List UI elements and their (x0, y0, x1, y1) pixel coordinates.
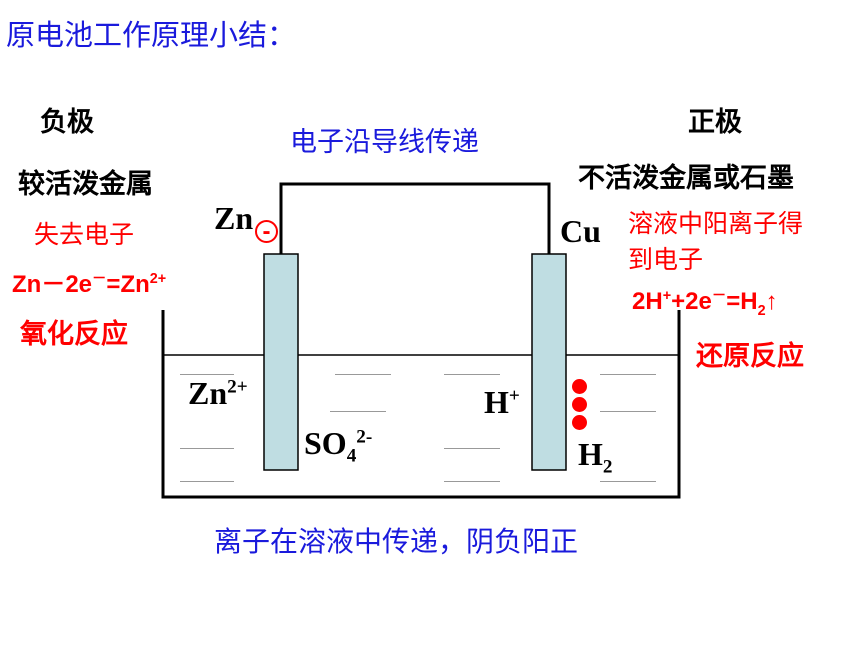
negative-electrode-label: 负极 (40, 107, 94, 138)
copper-label: Cu (560, 213, 601, 249)
liquid-dash (444, 448, 500, 449)
zinc-label: Zn (214, 200, 254, 236)
sulfate-ion: SO42- (304, 425, 373, 467)
ion-transfer-label: 离子在溶液中传递，阴负阳正 (214, 525, 579, 558)
external-wire (279, 182, 551, 254)
negative-material-label: 较活泼金属 (18, 169, 153, 200)
copper-electrode (531, 253, 567, 471)
zinc-ion: Zn2+ (188, 375, 248, 411)
liquid-dash (444, 374, 500, 375)
liquid-dash (180, 448, 234, 449)
negative-charge-icon: - (255, 220, 278, 244)
beaker (161, 310, 681, 499)
reduction-label: 还原反应 (696, 341, 804, 372)
negative-process-label: 失去电子 (34, 220, 135, 249)
hydrogen-bubble (572, 397, 587, 412)
negative-equation: Zn－2e－=Zn2+ (12, 271, 167, 298)
liquid-dash (444, 481, 500, 482)
liquid-dash (335, 374, 391, 375)
hydrogen-gas: H2 (578, 436, 613, 478)
positive-process-line1: 溶液中阳离子得 (628, 209, 804, 238)
hydrogen-bubble (572, 415, 587, 430)
positive-electrode-label: 正极 (688, 107, 742, 138)
positive-process-line2: 到电子 (628, 245, 704, 274)
positive-equation: 2H++2e－=H2↑ (632, 288, 778, 319)
page-title: 原电池工作原理小结： (6, 18, 297, 52)
liquid-dash (180, 374, 234, 375)
zinc-electrode (263, 253, 299, 471)
liquid-dash (180, 481, 234, 482)
liquid-dash (330, 411, 386, 412)
liquid-dash (600, 374, 656, 375)
hydrogen-bubble (572, 379, 587, 394)
hydrogen-ion: H+ (484, 384, 520, 420)
positive-material-label: 不活泼金属或石墨 (578, 163, 794, 194)
oxidation-label: 氧化反应 (20, 319, 128, 350)
liquid-dash (600, 481, 656, 482)
liquid-dash (600, 411, 656, 412)
wire-label: 电子沿导线传递 (290, 127, 479, 158)
